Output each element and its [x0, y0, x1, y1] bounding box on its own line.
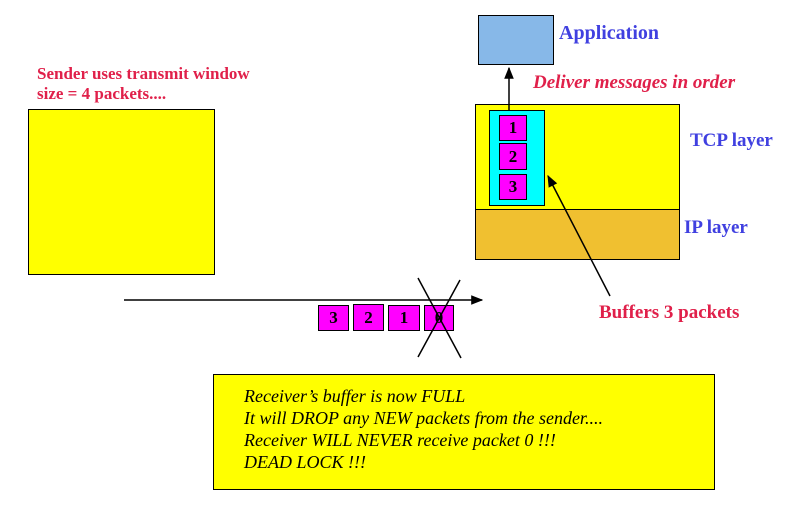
sender-box [28, 109, 215, 275]
application-label: Application [559, 22, 660, 44]
note-line-1: Receiver’s buffer is now FULL [244, 386, 466, 406]
sender-caption-line-2: size = 4 packets.... [37, 84, 167, 103]
ip-layer-label: IP layer [684, 217, 748, 238]
buffers-label: Buffers 3 packets [599, 302, 740, 323]
note-line-3: Receiver WILL NEVER receive packet 0 !!! [244, 430, 556, 450]
application-box [478, 15, 554, 65]
buffers-pointer-arrow [547, 174, 611, 297]
note-line-2: It will DROP any NEW packets from the se… [244, 408, 603, 428]
drop-cross-line-b [417, 279, 461, 358]
sender-caption-line-1: Sender uses transmit window [37, 64, 250, 83]
transit-packet-1: 1 [388, 305, 420, 331]
transit-packet-3: 3 [318, 305, 349, 331]
tcp-layer-label: TCP layer [690, 130, 773, 151]
buffer-packet-1: 1 [499, 115, 527, 141]
buffer-packet-3: 3 [499, 174, 527, 200]
note-line-4: DEAD LOCK !!! [244, 452, 366, 472]
sender-caption: Sender uses transmit window size = 4 pac… [37, 64, 250, 104]
buffer-packet-2: 2 [499, 143, 527, 170]
transit-packet-2: 2 [353, 304, 384, 331]
deliver-label: Deliver messages in order [533, 72, 736, 93]
deadlock-note: Receiver’s buffer is now FULL It will DR… [213, 374, 715, 490]
